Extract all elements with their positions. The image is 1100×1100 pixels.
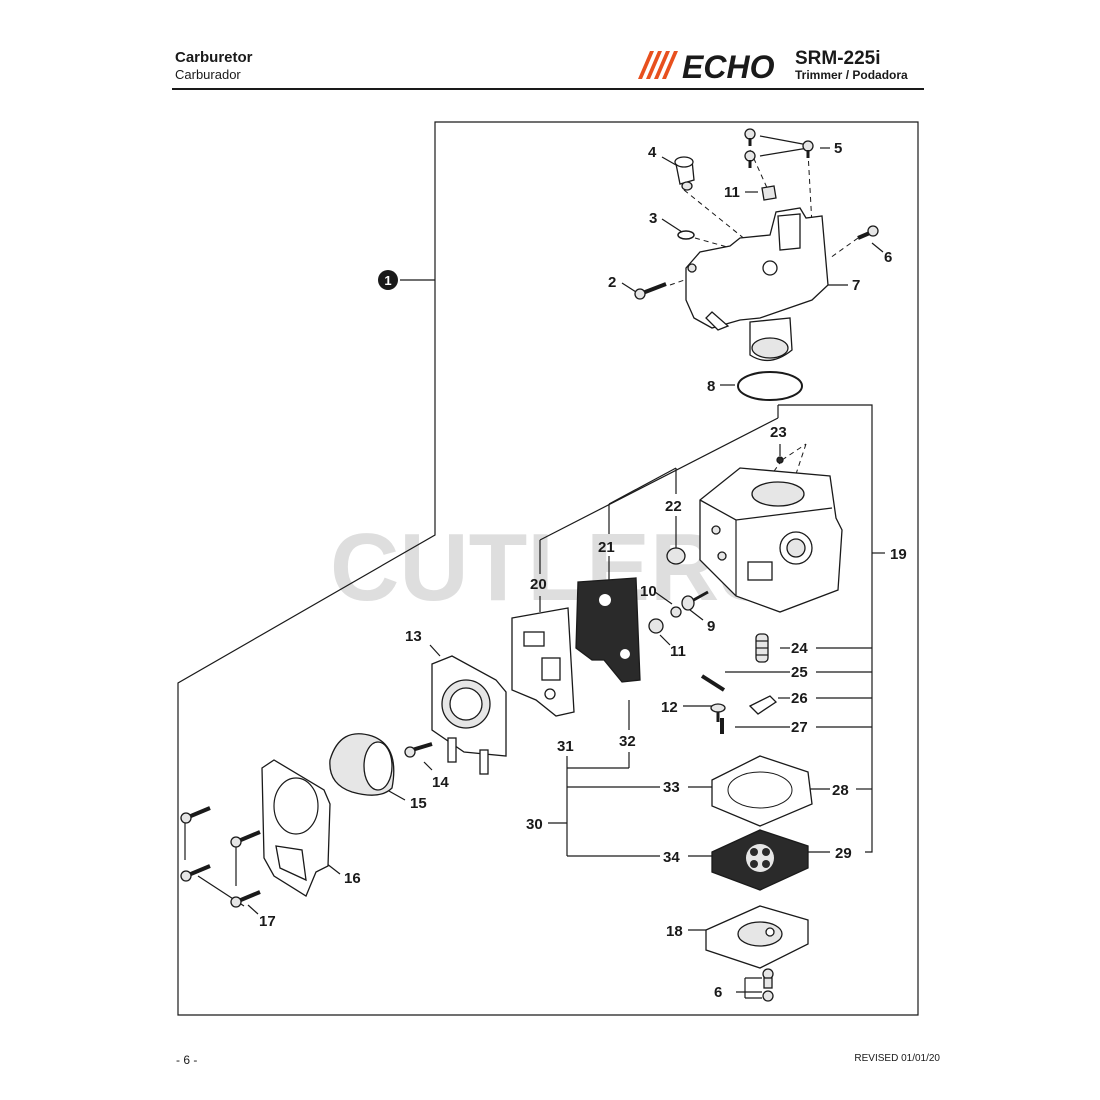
primer-bulb [329,733,395,796]
nut-11-mid [648,618,664,634]
page-title: Carburetor [175,49,253,66]
page-subtitle: Carburador [175,67,241,82]
callout-23: 23 [770,424,787,441]
callout-2: 2 [608,274,616,291]
callout-18: 18 [666,923,683,940]
model-number: SRM-225i [795,48,881,69]
callout-28: 28 [832,782,849,799]
callout-11-mid: 11 [670,643,686,660]
pump-body [431,655,507,775]
callout-30: 30 [526,816,543,833]
callout-3: 3 [649,210,657,227]
callout-8: 8 [707,378,715,395]
throttle-stop-screw [674,156,695,191]
model-subtitle: Trimmer / Podadora [795,68,908,82]
clip-ring [677,230,695,240]
needle-valve-9 [681,590,709,611]
pump-diaphragm [575,577,641,683]
carburetor-body [699,456,843,613]
callout-14: 14 [432,774,449,791]
screws-5 [744,128,814,168]
callout-16: 16 [344,870,361,887]
screws-17 [180,806,261,908]
callout-26: 26 [791,690,808,707]
callout-31: 31 [557,738,574,755]
logo-wordmark: ECHO [682,49,775,85]
throttle-housing [685,207,829,362]
screw-12 [710,703,726,722]
callout-32: 32 [619,733,636,750]
callout-27: 27 [791,719,808,736]
callout-19: 19 [890,546,907,563]
nut-11-top [761,185,777,201]
echo-logo: ECHO [638,49,775,85]
header-rule [172,88,924,90]
revision-date: REVISED 01/01/20 [854,1053,940,1064]
callout-5: 5 [834,140,842,157]
callout-15: 15 [410,795,427,812]
logo-stripes [638,51,678,79]
callout-22: 22 [665,498,682,515]
o-ring [737,371,803,401]
callout-20: 20 [530,576,547,593]
callout-6-bottom: 6 [714,984,722,1001]
callout-17: 17 [259,913,276,930]
callout-6-top: 6 [884,249,892,266]
callout-21: 21 [598,539,615,556]
screw-6-top [857,225,879,240]
callout-29: 29 [835,845,852,862]
callout-11-top: 11 [724,184,740,201]
lever-26 [748,695,778,715]
callout-33: 33 [663,779,680,796]
callout-12: 12 [661,699,678,716]
callout-34: 34 [663,849,680,866]
callout-1-badge [378,270,398,290]
screw-14 [404,742,433,758]
callout-10: 10 [640,583,657,600]
pin-25 [700,674,726,692]
callout-1: 1 [384,273,391,288]
callout-25: 25 [791,664,808,681]
callout-24: 24 [791,640,808,657]
callout-13: 13 [405,628,422,645]
spring-24 [755,633,769,663]
screw-2 [634,282,667,300]
callout-7: 7 [852,277,860,294]
welch-plug [666,547,686,565]
diaphragm-gasket [711,755,813,827]
spring-10 [670,606,682,618]
callout-4: 4 [648,144,657,161]
screws-6-bottom [762,968,774,1002]
callout-9: 9 [707,618,715,635]
assembly-frame [177,121,919,1016]
page-number: - 6 - [176,1053,198,1067]
